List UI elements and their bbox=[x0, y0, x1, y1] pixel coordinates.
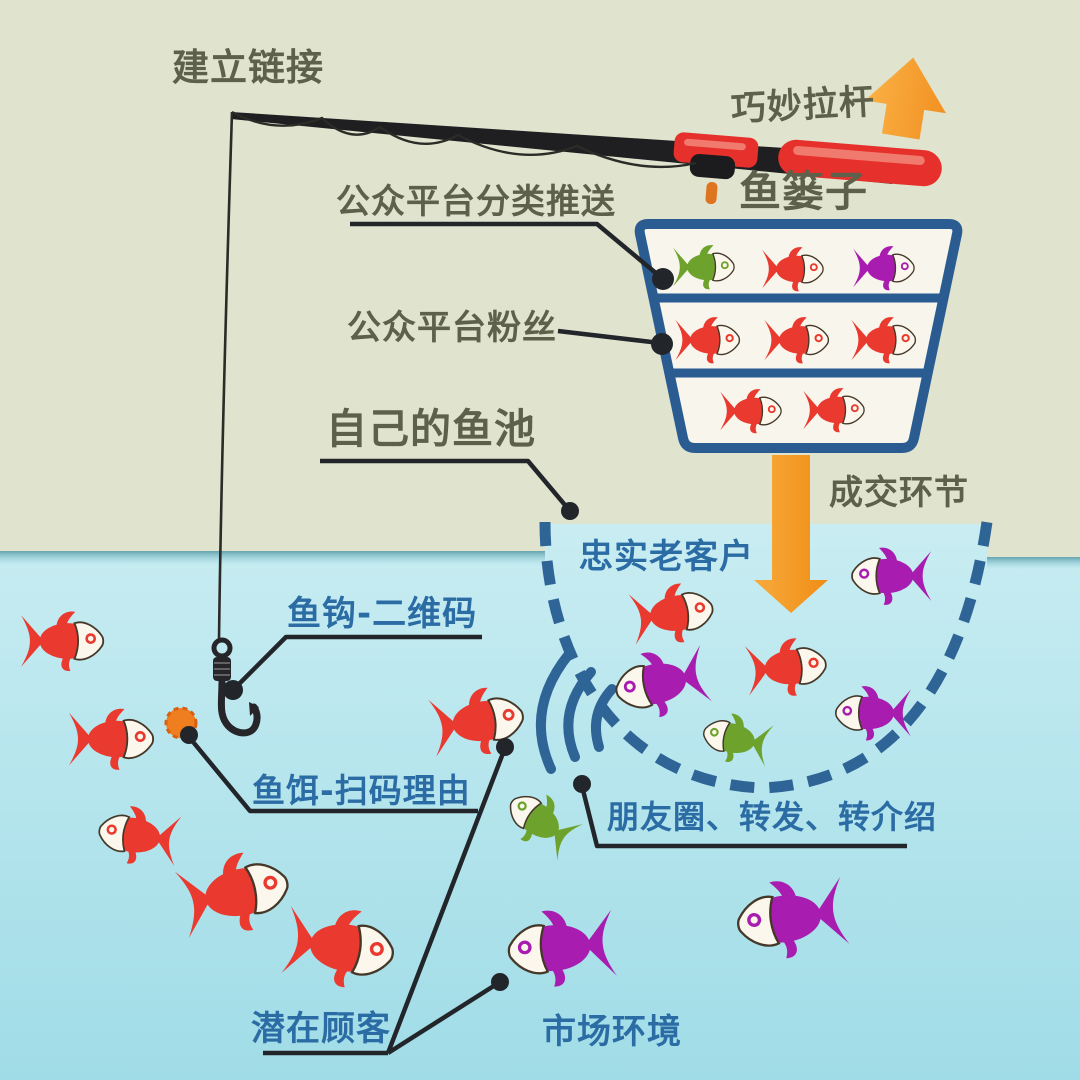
hook-icon bbox=[211, 637, 261, 737]
label-moments-referral: 朋友圈、转发、转介绍 bbox=[607, 798, 938, 836]
reel-handle-icon bbox=[705, 182, 718, 205]
label-clever-pull: 巧妙拉杆 bbox=[730, 82, 876, 130]
reel-icon bbox=[689, 153, 736, 180]
label-deal-stage: 成交环节 bbox=[829, 473, 969, 513]
fishing-line bbox=[217, 110, 697, 641]
annotation-dots bbox=[180, 268, 674, 991]
waterline-shade-right bbox=[987, 557, 1080, 570]
label-loyal-customers: 忠实老客户 bbox=[579, 537, 754, 577]
label-fish-basket: 鱼篓子 bbox=[739, 167, 869, 216]
waterline-shade-left bbox=[0, 551, 545, 566]
label-platform-push: 公众平台分类推送 bbox=[336, 182, 616, 222]
label-platform-fans: 公众平台粉丝 bbox=[347, 308, 557, 348]
label-bait-reason: 鱼饵-扫码理由 bbox=[252, 771, 471, 810]
label-establish-link: 建立链接 bbox=[172, 46, 324, 89]
label-own-pond: 自己的鱼池 bbox=[326, 405, 536, 453]
water-background bbox=[0, 516, 1080, 1080]
annotation-lines bbox=[187, 221, 907, 1056]
up-arrow-icon bbox=[864, 57, 946, 140]
label-potential-customers: 潜在顾客 bbox=[251, 1009, 391, 1049]
loyal-zone-outline bbox=[539, 521, 993, 794]
down-arrow-icon bbox=[754, 455, 828, 613]
label-hook-qrcode: 鱼钩-二维码 bbox=[287, 594, 478, 634]
ripple-waves-icon bbox=[536, 649, 617, 774]
label-market-environment: 市场环境 bbox=[542, 1012, 682, 1052]
fishing-rod bbox=[231, 112, 942, 205]
